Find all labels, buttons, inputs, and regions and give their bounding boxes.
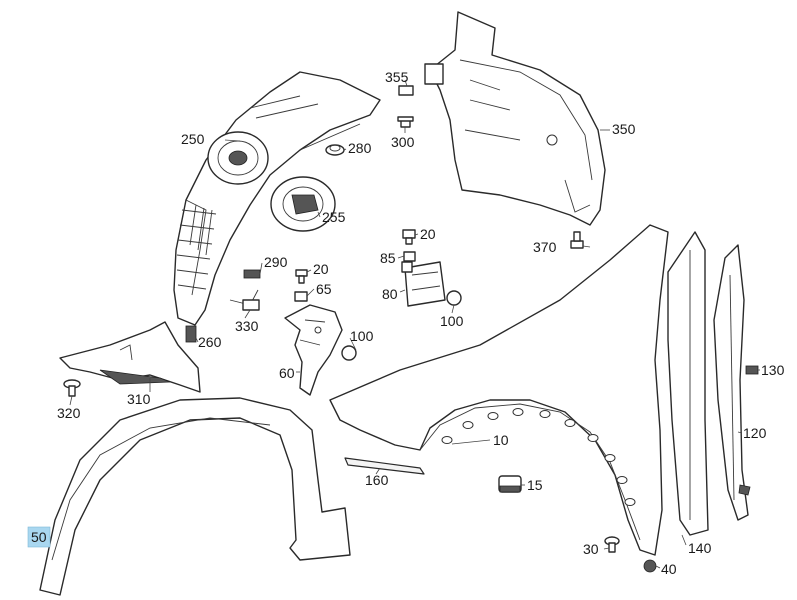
label-30: 30 — [583, 541, 599, 557]
fastener-20-screw-lower — [295, 269, 308, 284]
label-100-lower: 100 — [350, 328, 374, 344]
fastener-100-nut-lower — [341, 345, 357, 361]
label-255: 255 — [322, 209, 346, 225]
part-260-bracket — [185, 325, 197, 343]
fastener-280-grommet — [325, 144, 345, 156]
fastener-30-screw — [604, 536, 620, 553]
label-260: 260 — [198, 334, 222, 350]
part-80-plate-bracket — [401, 261, 446, 307]
label-50: 50 — [31, 529, 47, 545]
label-280: 280 — [348, 140, 372, 156]
part-labels: 355 250 280 300 350 255 20 370 85 290 20… — [31, 69, 785, 577]
fastener-65-nut — [294, 291, 308, 302]
part-120-seal-strip — [713, 244, 751, 521]
fastener-85-nut — [403, 251, 416, 262]
label-370: 370 — [533, 239, 557, 255]
label-20-lower: 20 — [313, 261, 329, 277]
leader-lines — [69, 79, 760, 569]
label-140: 140 — [688, 540, 712, 556]
label-100-upper: 100 — [440, 313, 464, 329]
fastener-40-nut — [643, 559, 657, 573]
fastener-130-screw — [745, 365, 759, 375]
part-50-wheel-arch-trim — [39, 397, 351, 596]
label-60: 60 — [279, 365, 295, 381]
part-60-mounting-bracket — [284, 304, 343, 396]
part-50-highlight — [27, 526, 51, 548]
part-310-lower-deflector — [59, 321, 201, 393]
label-300: 300 — [391, 134, 415, 150]
label-320: 320 — [57, 405, 81, 421]
label-15: 15 — [527, 477, 543, 493]
label-130: 130 — [761, 362, 785, 378]
label-85: 85 — [380, 250, 396, 266]
label-350: 350 — [612, 121, 636, 137]
fastener-330-clip — [242, 299, 260, 311]
label-120: 120 — [743, 425, 767, 441]
part-15-clip — [498, 475, 522, 493]
label-80: 80 — [382, 286, 398, 302]
fastener-20-screw-upper — [402, 229, 416, 245]
label-355: 355 — [385, 69, 409, 85]
label-330: 330 — [235, 318, 259, 334]
part-140-vertical-trim — [667, 231, 709, 536]
label-40: 40 — [661, 561, 677, 577]
fender-holes — [441, 408, 636, 506]
label-290: 290 — [264, 254, 288, 270]
fastener-320-screw — [63, 379, 81, 397]
fastener-100-nut-upper — [446, 290, 462, 306]
fasteners — [63, 85, 759, 573]
label-160: 160 — [365, 472, 389, 488]
part-10-front-fender — [329, 224, 669, 556]
label-250: 250 — [181, 131, 205, 147]
label-65: 65 — [316, 281, 332, 297]
fastener-290-clip — [243, 269, 261, 279]
part-160-strip — [344, 457, 425, 475]
part-255-round-cover — [270, 176, 336, 232]
fastener-355-nut — [398, 85, 414, 96]
label-20-upper: 20 — [420, 226, 436, 242]
fastener-370-screw — [570, 231, 584, 249]
label-10: 10 — [493, 432, 509, 448]
label-310: 310 — [127, 391, 151, 407]
fastener-300-screw — [397, 116, 414, 128]
part-350-wheel-arch-liner-rear — [424, 11, 606, 226]
